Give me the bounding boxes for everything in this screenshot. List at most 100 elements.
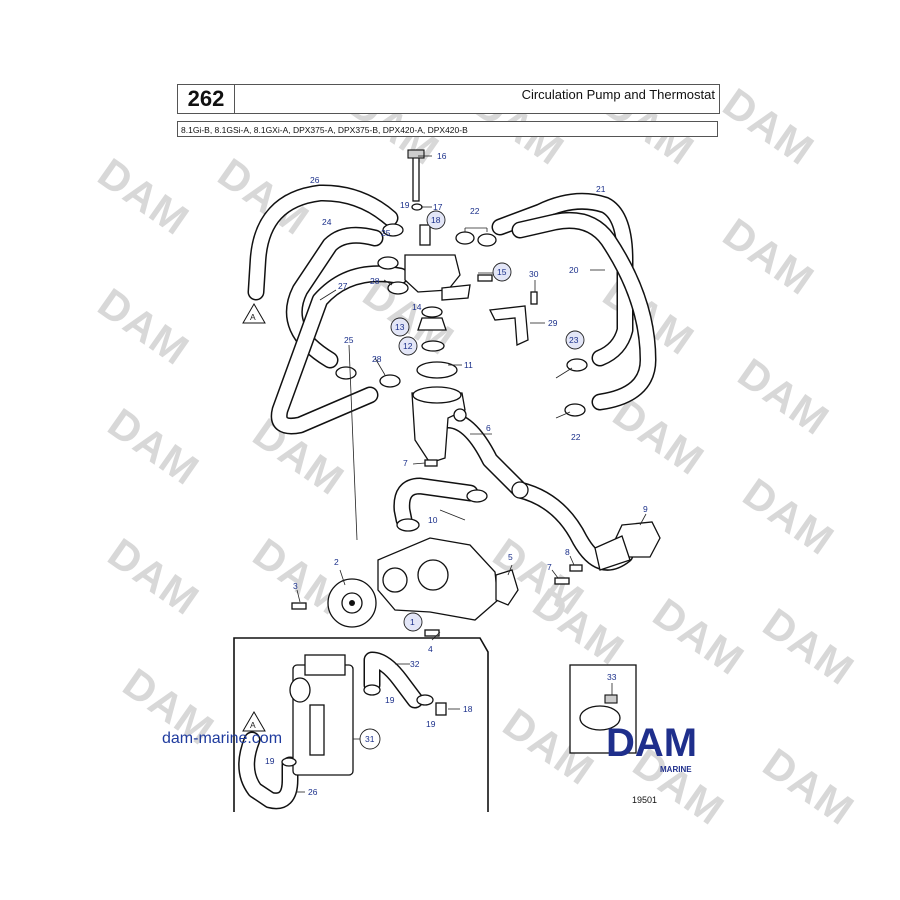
callout-18b: 18 (463, 704, 473, 714)
callout-7a: 7 (403, 458, 408, 468)
housing-port (453, 408, 467, 422)
housing-lower-top (412, 386, 462, 404)
callout-13: 13 (395, 322, 405, 332)
callout-highlights (390, 210, 585, 632)
pump-impeller-housing (417, 559, 449, 591)
clamp-28 (387, 281, 409, 295)
callout-26b: 26 (308, 787, 318, 797)
inset-hose-26-fill (239, 733, 297, 808)
thermostat-assembly (404, 149, 538, 464)
hose-21-fill (493, 194, 632, 365)
pump-hub (382, 567, 408, 593)
callout-4: 4 (428, 644, 433, 654)
water-pump-assembly (291, 459, 661, 637)
bolt-7b (554, 577, 570, 585)
leader-9 (639, 513, 647, 526)
fitting-18 (419, 224, 431, 246)
callout-26: 26 (310, 175, 320, 185)
callout-circle-13 (390, 317, 410, 337)
callout-32: 32 (410, 659, 420, 669)
callout-3: 3 (293, 581, 298, 591)
callout-24: 24 (322, 217, 332, 227)
ref-triangle-a-inset (242, 711, 266, 732)
circulation-pump-bracket (304, 654, 346, 676)
screw-30 (530, 291, 538, 305)
logo-subtext: MARINE (660, 765, 692, 774)
inset-clamp-19c (281, 757, 297, 767)
ref-triangle-a (242, 303, 266, 324)
hose-20-fill (513, 213, 655, 409)
bracket-29 (489, 305, 529, 346)
inset-clamp-19b (416, 694, 434, 706)
callout-18: 18 (431, 215, 441, 225)
watermark: DAM (735, 469, 843, 564)
bolt-15 (477, 274, 493, 282)
watermark: DAM (755, 599, 863, 694)
callout-15: 15 (497, 267, 507, 277)
logo-text: DAM (606, 721, 697, 765)
callout-circle-18 (426, 210, 446, 230)
watermark: DAM (645, 589, 753, 684)
callout-19b: 19 (385, 695, 395, 705)
dam-marine-logo: DAM MARINE (606, 721, 697, 774)
hose-group (247, 184, 657, 571)
circulation-pump-body (289, 677, 311, 703)
callout-31: 31 (365, 734, 375, 744)
page-title: Circulation Pump and Thermostat (521, 87, 715, 102)
leader-10 (439, 509, 466, 521)
clamp-inset-panel (569, 664, 637, 754)
leader-2 (339, 569, 346, 586)
inset-hose-32-fill (365, 653, 422, 707)
clamp-22-lower (564, 403, 586, 417)
callout-25a: 25 (381, 228, 391, 238)
callout-19c: 19 (426, 719, 436, 729)
leader-lines (296, 155, 647, 641)
leader-27 (319, 289, 337, 301)
watermark: DAM (90, 149, 198, 244)
housing-flange (441, 284, 471, 301)
clamp-28-lower (379, 374, 401, 388)
thermostat-13 (417, 317, 447, 331)
callout-labels: 16 17 19 18 26 24 25 22 21 20 15 30 28 2… (265, 151, 648, 797)
callout-circle-15 (492, 262, 512, 282)
bolt-7a (424, 459, 438, 467)
callout-6: 6 (486, 423, 491, 433)
inset-clamp-19a (363, 684, 381, 696)
bolt-8 (569, 564, 583, 572)
clamp-33 (579, 705, 621, 731)
leader-28a (383, 279, 393, 286)
callout-9: 9 (643, 504, 648, 514)
callout-1: 1 (410, 617, 415, 627)
clamp-25b (377, 256, 399, 270)
watermark: DAM (730, 349, 838, 444)
callout-12: 12 (403, 341, 413, 351)
clamp-25 (382, 223, 404, 237)
housing-lower (411, 392, 466, 464)
inset-panel: A (233, 637, 489, 812)
website-link[interactable]: dam-marine.com (162, 730, 283, 747)
hose-26-fill (249, 185, 397, 299)
callout-27: 27 (338, 281, 348, 291)
leader-7a (412, 462, 426, 465)
o-ring-12 (421, 340, 445, 352)
ref-marker-a: A (250, 312, 256, 322)
leader-25-lower (348, 344, 358, 541)
callout-circle-12 (398, 336, 418, 356)
pulley-2-center (349, 600, 355, 606)
callout-5: 5 (508, 552, 513, 562)
page-header: 262 Circulation Pump and Thermostat (177, 84, 720, 114)
thermostat-13-top (421, 306, 443, 318)
callout-circle-23 (565, 330, 585, 350)
clamp-22a (455, 231, 475, 245)
clamp-10a (466, 489, 488, 503)
callout-29: 29 (548, 318, 558, 328)
callout-14: 14 (412, 302, 422, 312)
leader-22-lower (555, 411, 571, 419)
washer-17 (411, 203, 423, 211)
leader-28b (374, 357, 386, 376)
callout-25b: 25 (344, 335, 354, 345)
callout-33: 33 (607, 672, 617, 682)
clamp-10b (396, 518, 420, 532)
inset-fitting-18 (435, 702, 447, 716)
